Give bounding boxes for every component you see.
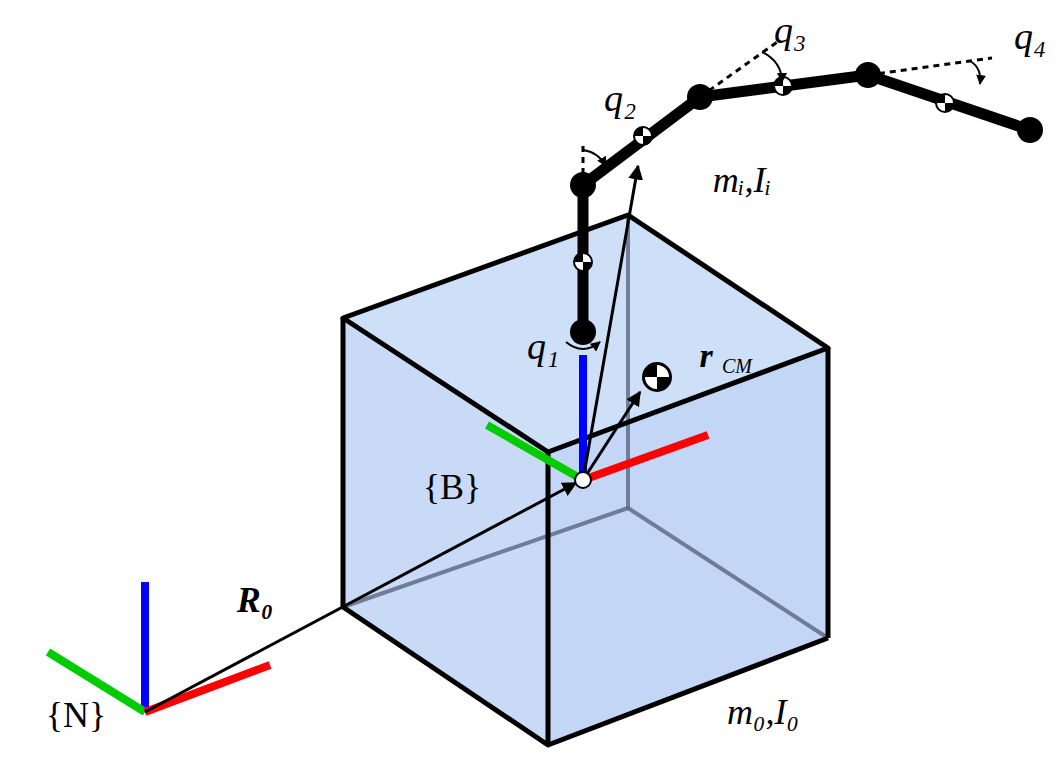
position-vector <box>145 483 576 712</box>
link-position-vector <box>583 166 638 480</box>
vector-name: R₀ <box>237 582 274 618</box>
link-mass-inertia: mᵢ,Iᵢ <box>713 162 771 198</box>
cm-vector <box>583 392 640 480</box>
joint-angle: q₁ <box>527 327 559 365</box>
cm-subscript: CM <box>722 356 752 376</box>
inertial-frame <box>48 582 270 712</box>
joint-angle: q₄ <box>1014 17 1046 55</box>
system-center-of-mass <box>644 364 671 391</box>
joint-angle: q₂ <box>604 79 636 117</box>
cm-vector-name: r <box>699 339 712 373</box>
body-frame <box>487 355 708 480</box>
frame-name: {N} <box>46 697 107 733</box>
joint-angle: q₃ <box>774 11 806 49</box>
body-mass-inertia: m₀,I₀ <box>727 694 799 730</box>
manipulator-arm <box>566 40 1043 349</box>
frame-name: {B} <box>423 469 482 505</box>
